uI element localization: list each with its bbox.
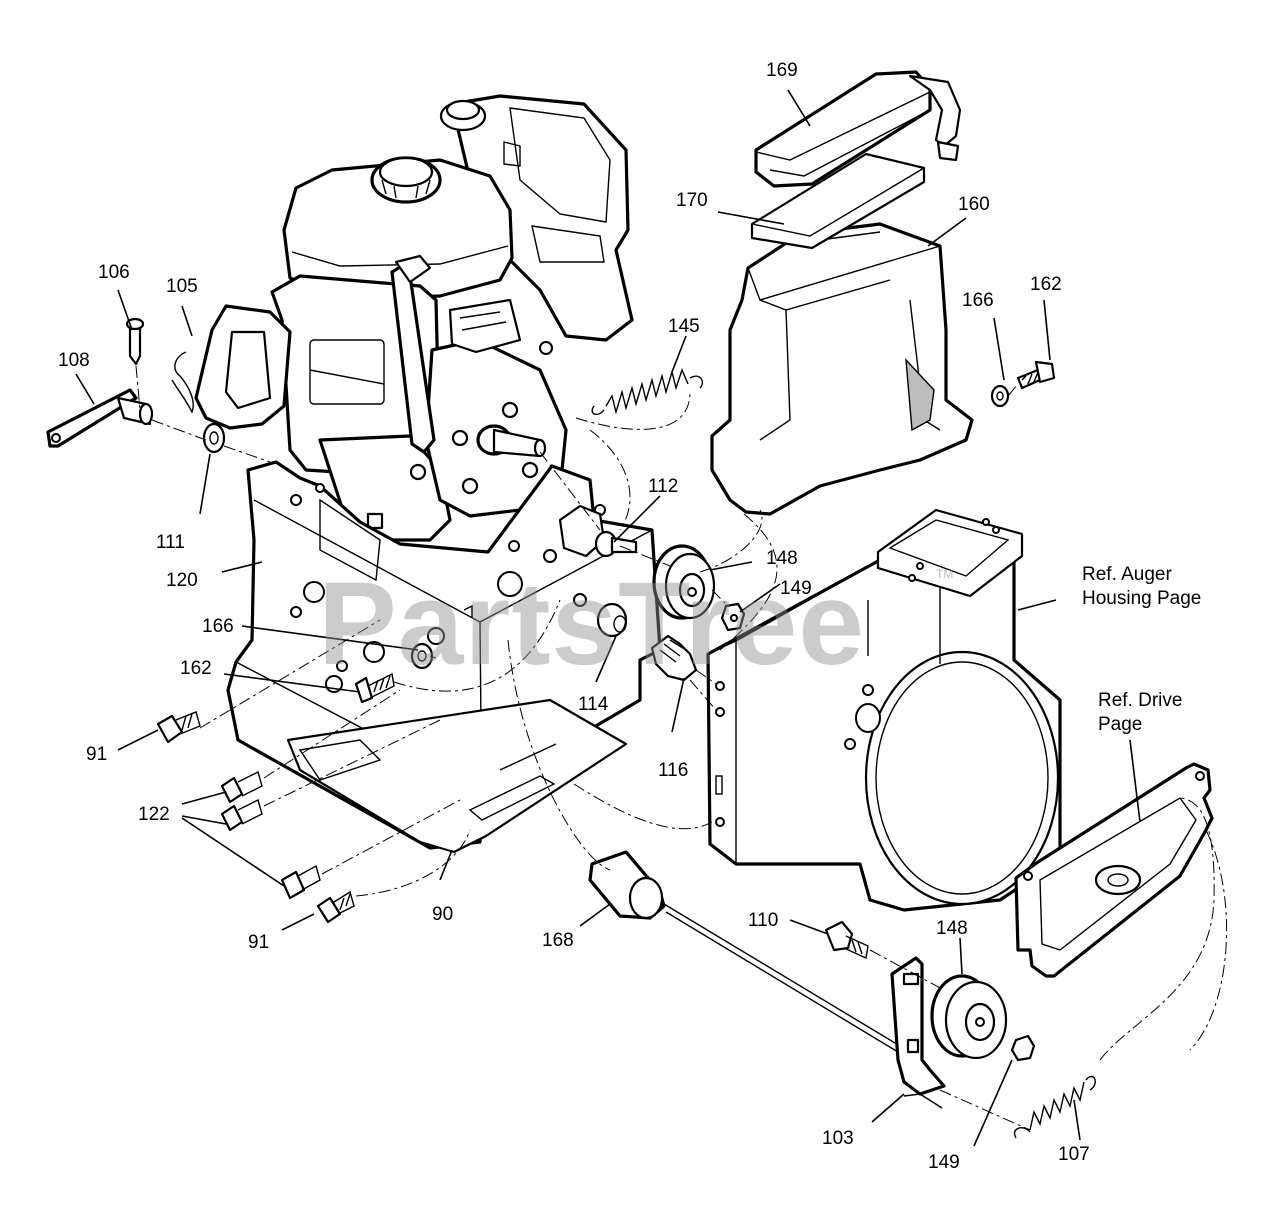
ref-auger-line2: Housing Page bbox=[1082, 588, 1201, 609]
callout-105: 105 bbox=[166, 276, 198, 297]
callout-110: 110 bbox=[748, 910, 778, 931]
filter-pad bbox=[750, 152, 926, 250]
pulley-lower bbox=[930, 974, 1036, 1062]
bolt-110 bbox=[824, 920, 869, 960]
roller-168 bbox=[588, 850, 901, 1053]
spacer-114 bbox=[596, 602, 628, 638]
callout-170: 170 bbox=[676, 190, 708, 211]
callout-112: 112 bbox=[648, 476, 678, 497]
callout-120: 120 bbox=[166, 570, 198, 591]
callout-111: 111 bbox=[156, 532, 185, 553]
callout-149-upper: 149 bbox=[780, 578, 812, 599]
leader-lines bbox=[75, 89, 1141, 1147]
callout-148-lower: 148 bbox=[936, 918, 968, 939]
pulley-upper bbox=[558, 504, 746, 632]
watermark-trademark: TM bbox=[936, 567, 953, 581]
ref-auger-line1: Ref. Auger bbox=[1082, 564, 1172, 585]
belt-cover bbox=[710, 222, 974, 516]
callout-108: 108 bbox=[58, 350, 90, 371]
idler-arm-103 bbox=[890, 956, 946, 1109]
bolt-91-upper bbox=[156, 711, 201, 744]
auger-housing bbox=[706, 508, 1062, 912]
callout-166-lower: 166 bbox=[202, 616, 234, 637]
frame bbox=[226, 460, 662, 854]
ref-drive-line1: Ref. Drive bbox=[1098, 690, 1182, 711]
callout-149-lower: 149 bbox=[928, 1152, 960, 1173]
bolts-122 bbox=[220, 770, 321, 900]
callout-90: 90 bbox=[432, 904, 453, 925]
callout-168: 168 bbox=[542, 930, 574, 951]
callout-162-lower: 162 bbox=[180, 658, 212, 679]
drive-plate bbox=[1014, 762, 1214, 978]
callout-91-upper: 91 bbox=[86, 744, 107, 765]
spring-107 bbox=[1013, 1075, 1096, 1139]
engine bbox=[194, 94, 634, 542]
callout-166: 166 bbox=[962, 290, 994, 311]
callout-160: 160 bbox=[958, 194, 990, 215]
callout-106: 106 bbox=[98, 262, 130, 283]
callout-162: 162 bbox=[1030, 274, 1062, 295]
filter-cover bbox=[754, 70, 962, 188]
watermark-text: PartsTree bbox=[318, 558, 865, 690]
callout-116: 116 bbox=[658, 760, 688, 781]
alignment-lines bbox=[135, 365, 1228, 1131]
callout-103: 103 bbox=[822, 1128, 854, 1149]
callout-145: 145 bbox=[668, 316, 700, 337]
bolt-91-lower bbox=[316, 890, 355, 924]
callout-122: 122 bbox=[138, 804, 170, 825]
callout-114: 114 bbox=[578, 694, 609, 715]
callout-148-upper: 148 bbox=[766, 548, 798, 569]
callout-107: 107 bbox=[1058, 1144, 1090, 1165]
callout-169: 169 bbox=[766, 60, 798, 81]
spring-145 bbox=[591, 368, 704, 416]
idler-bracket bbox=[46, 317, 226, 454]
ref-drive-line2: Page bbox=[1098, 714, 1142, 735]
callout-91-lower: 91 bbox=[248, 932, 269, 953]
callout-labels: 169 170 160 166 162 145 106 105 108 111 … bbox=[58, 60, 1090, 1173]
bolt-162-top bbox=[990, 360, 1056, 408]
reference-notes: Ref. Auger Housing Page Ref. Drive Page bbox=[1082, 564, 1201, 735]
